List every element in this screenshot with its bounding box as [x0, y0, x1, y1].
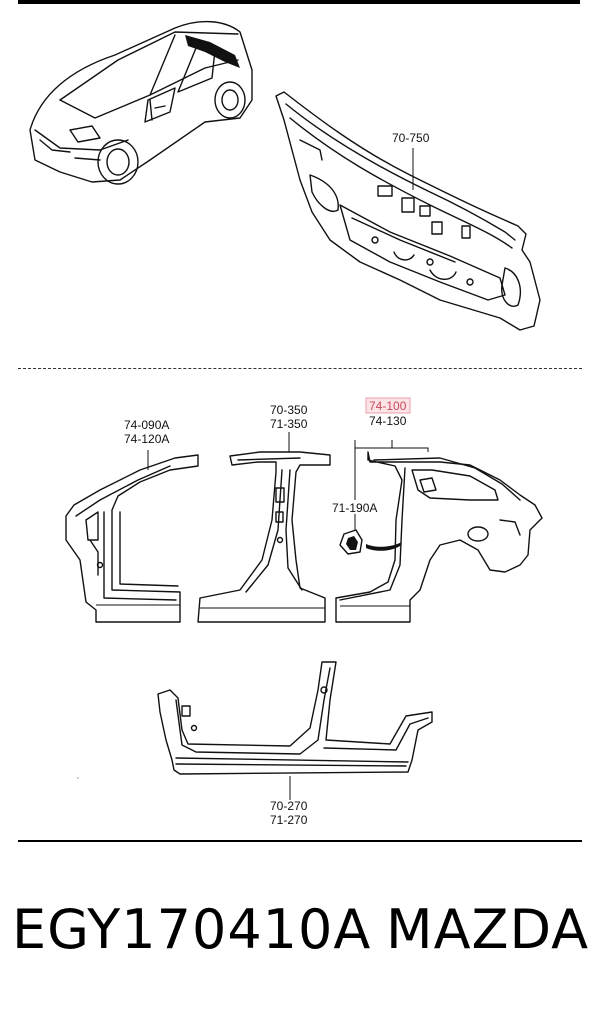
parts-diagram: 70-750 74-090A 74-120A 70-350 71-350 [29, 20, 543, 827]
vehicle-overview-illustration [29, 20, 253, 185]
part-code: EGY170410A [12, 898, 372, 961]
center-pillar-label-1: 70-350 [270, 403, 308, 417]
side-sill-label-2: 71-270 [270, 813, 308, 827]
front-pillar-illustration [65, 450, 199, 623]
rear-side-label-1[interactable]: 74-100 [369, 399, 407, 413]
center-pillar-label-2: 71-350 [270, 417, 308, 431]
bottom-rule [18, 840, 582, 842]
side-sill-label-1: 70-270 [270, 799, 308, 813]
section-divider [18, 368, 582, 369]
top-rule [18, 0, 580, 4]
front-pillar-label-2: 74-120A [124, 432, 169, 446]
brand-name: MAZDA [386, 898, 590, 961]
front-pillar-label-1: 74-090A [124, 418, 169, 432]
rear-side-panel-illustration [335, 440, 543, 623]
side-sill-illustration [157, 661, 433, 800]
rear-side-highlight-box [365, 397, 411, 414]
center-pillar-illustration [197, 432, 331, 623]
rear-side-label-2: 74-130 [369, 414, 407, 428]
footer: EGY170410A MAZDA [0, 898, 600, 978]
fuel-lid-label: 71-190A [332, 501, 377, 515]
rear-panel-label: 70-750 [392, 131, 430, 145]
fuel-lid-illustration [339, 448, 402, 555]
rear-panel-illustration [275, 91, 541, 331]
